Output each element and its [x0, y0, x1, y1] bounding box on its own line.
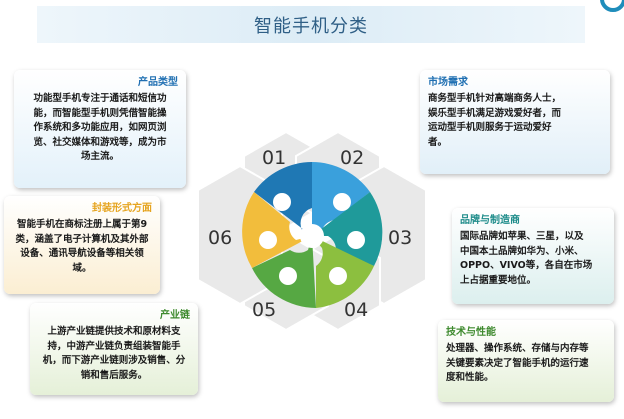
text-line: 持，中游产业链负责组装智能手 [47, 340, 181, 352]
packaging-text: 智能手机在商标注册上属于第9 类，涵盖了电子计算机及其外部 设备、通讯导航设备等… [12, 218, 152, 276]
hex-number-04: 04 [344, 299, 368, 321]
text-line: 类，涵盖了电子计算机及其外部 [15, 233, 149, 245]
hex-number-02: 02 [340, 147, 364, 169]
text-line: 览、社交媒体和游戏等，成为市 [33, 136, 167, 148]
hex-number-05: 05 [252, 299, 276, 321]
market-demand-text: 商务型手机针对高端商务人士， 娱乐型手机满足游戏爱好者，而 运动型手机则服务于运… [428, 92, 602, 150]
text-line: 国际品牌如苹果、三星，以及 [460, 231, 584, 242]
packaging-heading: 封装形式方面 [92, 203, 152, 214]
market-demand-box: 市场需求 商务型手机针对高端商务人士， 娱乐型手机满足游戏爱好者，而 运动型手机… [420, 70, 610, 174]
industry-chain-text: 上游产业链提供技术和原材料支 持，中游产业链负责组装智能手 机，而下游产业链则涉… [38, 325, 190, 383]
text-line: 域。 [72, 262, 92, 274]
text-line: OPPO、VIVO等，各自在市场 [460, 260, 593, 271]
corner-ring-decoration [600, 0, 624, 12]
text-line: 设备、通讯导航设备等相关领 [20, 248, 144, 259]
text-line: 运动型手机则服务于运动爱好 [428, 122, 552, 133]
text-line: 能，而智能型手机则凭借智能操 [33, 107, 167, 119]
hex-number-06: 06 [208, 227, 232, 249]
text-line: 智能手机在商标注册上属于第9 [16, 219, 148, 230]
industry-chain-box: 产业链 上游产业链提供技术和原材料支 持，中游产业链负责组装智能手 机，而下游产… [30, 303, 198, 395]
brand-maker-text: 国际品牌如苹果、三星，以及 中国本土品牌如华为、小米、 OPPO、VIVO等，各… [460, 230, 606, 288]
text-line: 者。 [428, 136, 448, 148]
flower-notch [347, 231, 365, 249]
title-bar: 智能手机分类 [37, 6, 585, 43]
product-type-heading: 产品类型 [138, 77, 178, 88]
hexagon-flower-diagram: 01 02 03 04 05 06 [197, 130, 427, 332]
text-line: 销和售后服务。 [80, 369, 148, 381]
flower-notch [329, 267, 347, 285]
text-line: 机，而下游产业链则涉及销售、分 [42, 355, 186, 366]
flower-notch [259, 231, 277, 249]
packaging-box: 封装形式方面 智能手机在商标注册上属于第9 类，涵盖了电子计算机及其外部 设备、… [4, 196, 160, 294]
flower-notch [273, 193, 291, 211]
tech-performance-box: 技术与性能 处理器、操作系统、存储与内存等 关键要素决定了智能手机的运行速 度和… [438, 320, 614, 402]
tech-performance-heading: 技术与性能 [446, 327, 496, 338]
text-line: 功能型手机专注于通话和短信功 [33, 93, 167, 104]
text-line: 度和性能。 [446, 372, 494, 383]
hex-number-03: 03 [388, 227, 412, 249]
text-line: 场主流。 [80, 151, 119, 162]
flower-notch [279, 267, 297, 285]
product-type-box: 产品类型 功能型手机专注于通话和短信功 能，而智能型手机则凭借智能操 作系统和多… [14, 70, 186, 188]
brand-maker-heading: 品牌与制造商 [460, 215, 520, 226]
text-line: 作系统和多功能应用，如网页浏 [33, 122, 167, 133]
market-demand-heading: 市场需求 [428, 77, 468, 88]
flower-notch [333, 193, 351, 211]
text-line: 上游产业链提供技术和原材料支 [47, 326, 181, 337]
text-line: 处理器、操作系统、存储与内存等 [446, 343, 589, 354]
text-line: 中国本土品牌如华为、小米、 [460, 245, 584, 257]
flower-petal-03 [312, 192, 383, 266]
flower-petal-06 [242, 192, 312, 268]
text-line: 关键要素决定了智能手机的运行速 [446, 357, 589, 369]
text-line: 娱乐型手机满足游戏爱好者，而 [428, 107, 562, 119]
flower-center [300, 224, 324, 248]
text-line: 上占据重要地位。 [460, 274, 537, 286]
brand-maker-box: 品牌与制造商 国际品牌如苹果、三星，以及 中国本土品牌如华为、小米、 OPPO、… [452, 208, 614, 304]
tech-performance-text: 处理器、操作系统、存储与内存等 关键要素决定了智能手机的运行速 度和性能。 [446, 342, 606, 386]
product-type-text: 功能型手机专注于通话和短信功 能，而智能型手机则凭借智能操 作系统和多功能应用，… [22, 92, 178, 165]
industry-chain-heading: 产业链 [160, 310, 190, 321]
hex-number-01: 01 [262, 147, 286, 169]
text-line: 商务型手机针对高端商务人士， [428, 93, 562, 104]
page-title: 智能手机分类 [254, 15, 368, 37]
